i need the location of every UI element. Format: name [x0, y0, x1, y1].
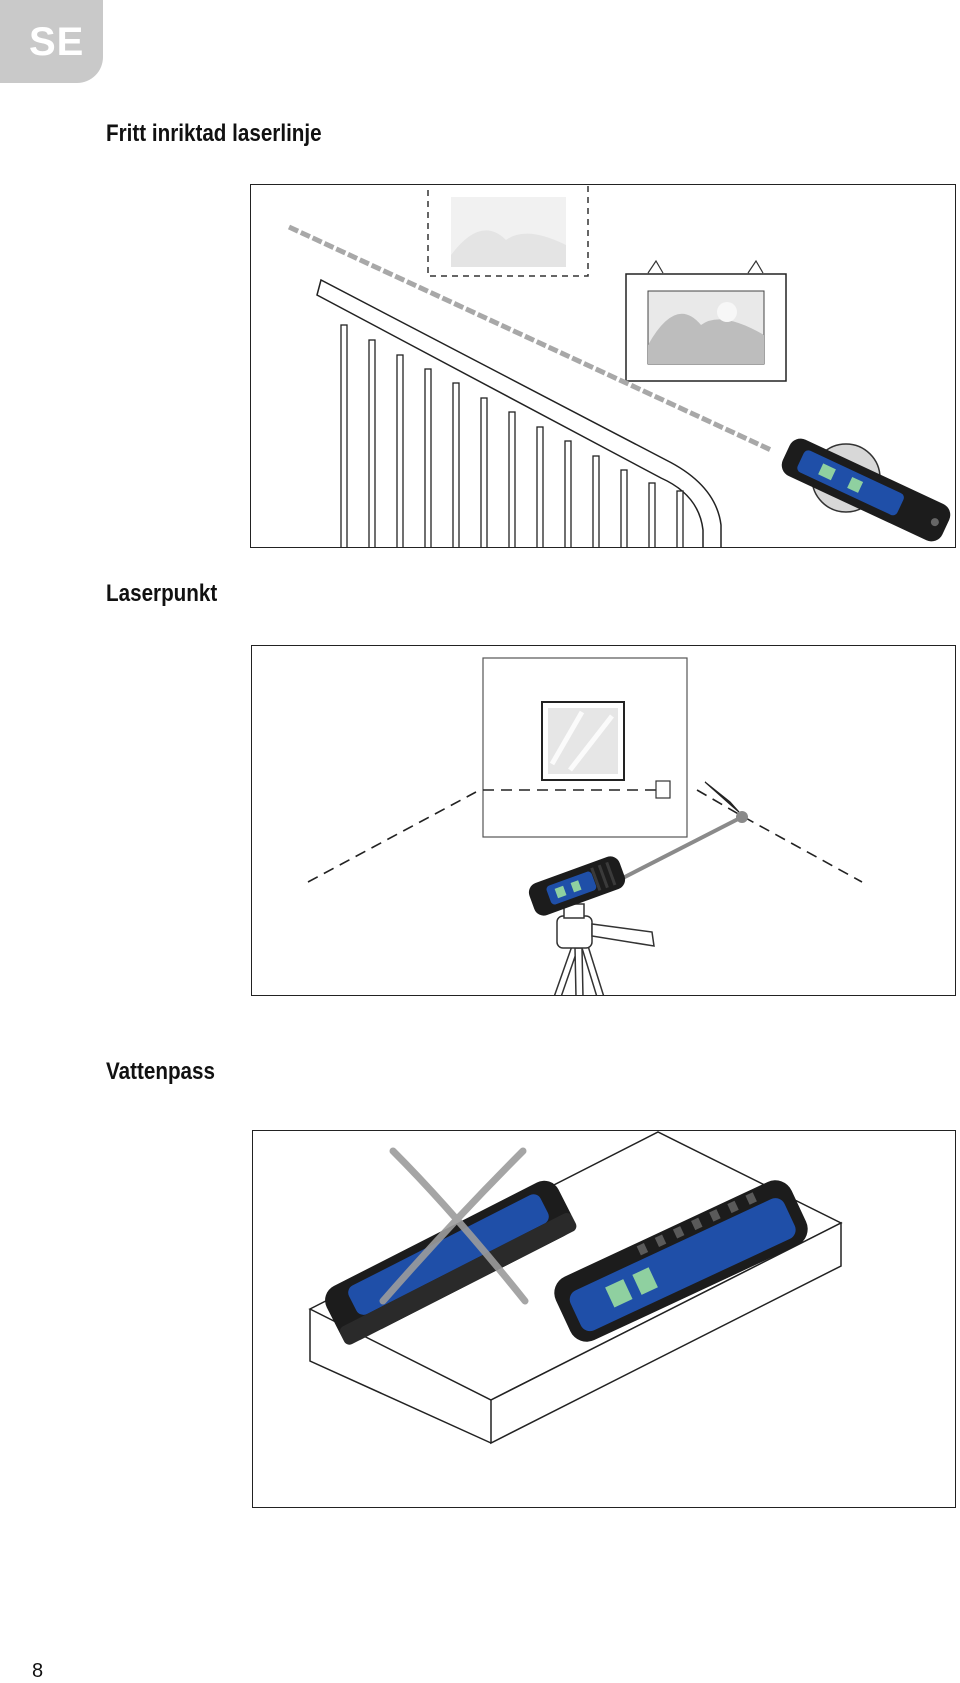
wall-marker — [655, 780, 671, 799]
page-number: 8 — [32, 1660, 44, 1682]
illustration-spirit-level-on-surface — [252, 1130, 956, 1508]
surface-edge — [490, 1221, 842, 1445]
horizontal-dashed-lines — [307, 789, 863, 883]
pencil-icon — [704, 781, 740, 813]
stair-balusters — [340, 324, 684, 547]
illustration-laser-line-staircase — [250, 184, 956, 548]
section-heading-spirit-level: Vattenpass — [106, 1058, 215, 1085]
section-heading-laser-dot: Laserpunkt — [106, 580, 218, 607]
device-correct — [554, 1180, 808, 1342]
illustration-laser-dot-tripod — [251, 645, 956, 996]
section-heading-laser-line: Fritt inriktad laserlinje — [106, 120, 322, 147]
laser-beam — [616, 815, 743, 883]
language-code: SE — [29, 20, 85, 64]
laser-level-device — [781, 438, 951, 542]
wall-section — [482, 657, 688, 838]
picture-target-outline — [427, 185, 589, 277]
tripod — [553, 903, 655, 995]
language-tab: SE — [0, 0, 103, 83]
laser-dot-device — [528, 856, 626, 916]
laser-line — [287, 224, 773, 453]
incorrect-x-mark — [379, 1147, 529, 1305]
laser-dot — [736, 811, 748, 823]
